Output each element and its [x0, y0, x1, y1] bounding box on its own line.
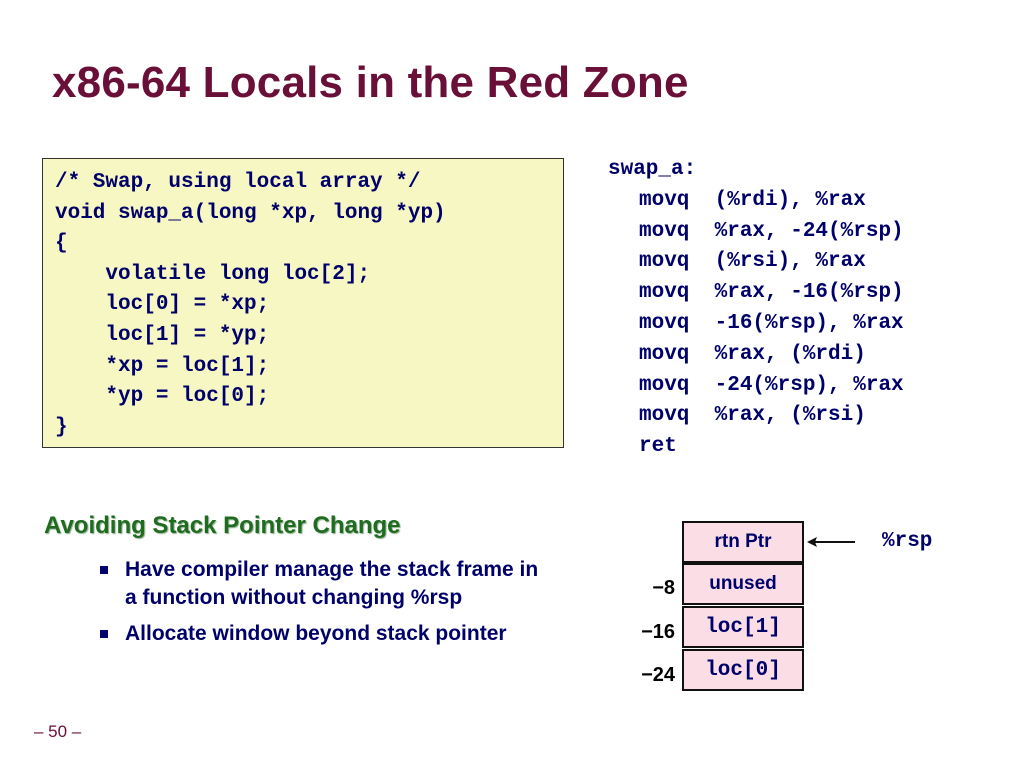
stack-cell-rtn-ptr: rtn Ptr [682, 521, 804, 563]
asm-instruction: movq %rax, (%rsi) [639, 404, 866, 428]
stack-cell-label: rtn Ptr [714, 531, 772, 552]
asm-instruction: ret [639, 435, 677, 459]
asm-instruction: movq %rax, (%rdi) [639, 342, 866, 366]
stack-cell-loc1: loc[1] [682, 606, 804, 648]
asm-instruction: movq (%rdi), %rax [639, 188, 866, 212]
stack-cell-loc0: loc[0] [682, 649, 804, 691]
bullet-text: Have compiler manage the stack frame in … [125, 558, 539, 609]
assembly-listing: swap_a: movq (%rdi), %rax movq %rax, -24… [608, 155, 904, 463]
asm-instruction: movq -16(%rsp), %rax [639, 311, 904, 335]
bullet-item: Have compiler manage the stack frame in … [100, 556, 540, 612]
stack-offset-label: −16 [641, 621, 675, 643]
asm-function-label: swap_a: [608, 158, 697, 181]
section-heading: Avoiding Stack Pointer Change [44, 512, 401, 539]
c-code-line: } [55, 415, 68, 439]
stack-offset-label: −24 [641, 664, 675, 686]
stack-cell-label: loc[1] [705, 615, 781, 639]
stack-cell-label: loc[0] [705, 658, 781, 682]
c-code-line: /* Swap, using local array */ [55, 171, 421, 194]
slide-title: x86-64 Locals in the Red Zone [52, 58, 689, 107]
c-code-line: loc[1] = *yp; [55, 323, 270, 347]
c-code-line: *xp = loc[1]; [55, 354, 270, 378]
square-bullet-icon [100, 630, 108, 638]
c-code-line: *yp = loc[0]; [55, 385, 270, 409]
asm-instruction: movq -24(%rsp), %rax [639, 373, 904, 397]
asm-instruction: movq %rax, -24(%rsp) [639, 219, 904, 243]
c-code-line: { [55, 232, 68, 256]
pointer-arrow-icon [807, 537, 855, 547]
stack-cell-unused: unused [682, 563, 804, 605]
square-bullet-icon [100, 566, 108, 574]
page-number: – 50 – [34, 722, 82, 741]
c-code-box: /* Swap, using local array */ void swap_… [42, 158, 564, 448]
c-code-line: volatile long loc[2]; [55, 262, 371, 286]
c-code-line: loc[0] = *xp; [55, 293, 270, 317]
rsp-pointer-label: %rsp [882, 530, 933, 553]
stack-cell-label: unused [709, 573, 777, 594]
stack-offset-label: −8 [652, 577, 675, 599]
asm-instruction: movq (%rsi), %rax [639, 250, 866, 274]
bullet-item: Allocate window beyond stack pointer [100, 620, 540, 648]
bullet-list: Have compiler manage the stack frame in … [100, 556, 540, 656]
bullet-text: Allocate window beyond stack pointer [125, 622, 507, 645]
asm-instruction: movq %rax, -16(%rsp) [639, 281, 904, 305]
c-code-line: void swap_a(long *xp, long *yp) [55, 201, 446, 225]
